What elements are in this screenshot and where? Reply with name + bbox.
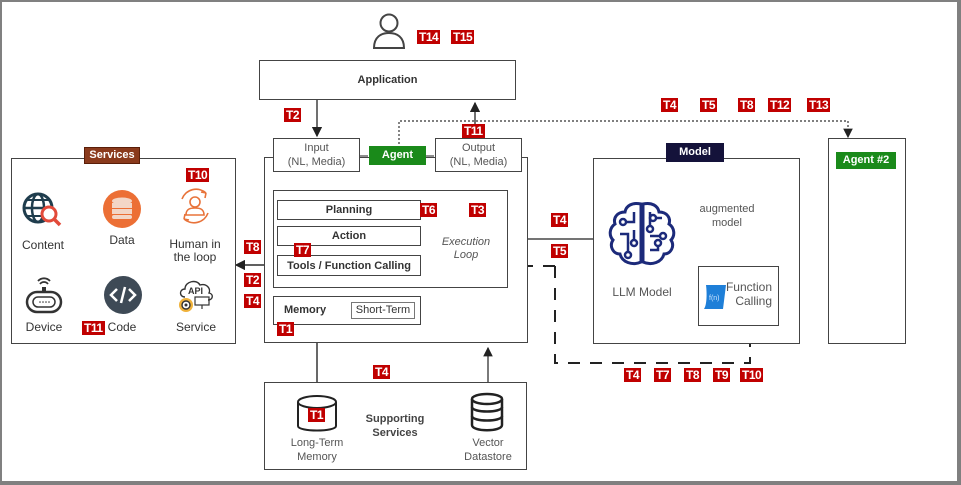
service-human-sublabel: the loop <box>173 250 217 264</box>
service-content-label: Content <box>21 238 65 252</box>
llm-brain-icon <box>608 202 676 266</box>
threat-tag: T8 <box>738 98 756 112</box>
threat-tag: T7 <box>654 368 672 382</box>
threat-tag: T5 <box>700 98 718 112</box>
device-icon <box>25 277 63 314</box>
service-device-label: Device <box>25 320 63 334</box>
threat-tag: T9 <box>713 368 731 382</box>
tools-label: Tools / Function Calling <box>287 260 411 272</box>
bottom-loop-dashed <box>554 266 751 364</box>
output-sublabel: (NL, Media) <box>449 156 508 168</box>
threat-tag: T4 <box>373 365 391 379</box>
threat-tag: T2 <box>284 108 302 122</box>
threat-tag: T10 <box>186 168 210 182</box>
threat-tag: T4 <box>551 213 569 227</box>
threat-tag: T5 <box>551 244 569 258</box>
execution-loop-sublabel: Loop <box>453 249 479 261</box>
service-api-label: Service <box>175 320 216 334</box>
svg-text:API: API <box>188 286 203 296</box>
action-box[interactable]: Action <box>277 226 421 246</box>
svg-text:f(n): f(n) <box>709 295 720 302</box>
agent2-container <box>828 138 906 344</box>
threat-tag: T13 <box>807 98 831 112</box>
threat-tag: T4 <box>661 98 679 112</box>
supporting-services-title: Supporting <box>365 413 425 425</box>
human-loop-icon <box>181 188 209 224</box>
threat-tag: T2 <box>244 273 262 287</box>
memory-box[interactable]: Memory Short-Term <box>273 296 421 325</box>
globe-search-icon <box>22 192 62 227</box>
input-sublabel: (NL, Media) <box>287 156 346 168</box>
tools-box[interactable]: Tools / Function Calling <box>277 255 421 276</box>
threat-tag: T1 <box>308 408 326 422</box>
user-icon <box>372 13 406 49</box>
function-scroll-icon: f(n) <box>704 285 726 309</box>
threat-tag: T12 <box>768 98 792 112</box>
output-box[interactable]: Output (NL, Media) <box>435 138 522 172</box>
llm-model-label: LLM Model <box>612 285 672 299</box>
vector-sublabel: Datastore <box>464 451 512 463</box>
application-box[interactable]: Application <box>259 60 516 100</box>
model-title: Model <box>666 143 724 162</box>
input-box[interactable]: Input (NL, Media) <box>273 138 360 172</box>
vector-label: Vector <box>472 437 504 449</box>
function-calling-box[interactable]: f(n) Function Calling <box>698 266 779 326</box>
threat-tag: T11 <box>462 124 485 138</box>
threat-tag: T1 <box>277 322 295 336</box>
augmented-model-label: augmented <box>699 203 755 215</box>
api-service-icon: API <box>179 280 213 312</box>
planning-box[interactable]: Planning <box>277 200 421 220</box>
augmented-model-sublabel: model <box>712 217 742 229</box>
memory-label: Memory <box>284 304 327 316</box>
action-label: Action <box>331 230 367 242</box>
threat-tag: T4 <box>624 368 642 382</box>
agent-to-agent2-dotted <box>398 120 853 144</box>
planning-label: Planning <box>325 204 373 216</box>
short-term-label: Short-Term <box>355 304 411 316</box>
function-calling-label: Function <box>725 280 772 294</box>
threat-tag: T10 <box>740 368 764 382</box>
agent-badge[interactable]: Agent <box>369 146 426 165</box>
function-calling-sublabel: Calling <box>735 294 772 308</box>
threat-tag: T7 <box>294 243 312 257</box>
threat-tag: T14 <box>417 30 441 44</box>
agent2-badge[interactable]: Agent #2 <box>836 152 896 169</box>
supporting-services-subtitle: Services <box>372 427 418 439</box>
input-label: Input <box>304 142 329 154</box>
threat-tag: T11 <box>82 321 105 335</box>
long-term-sublabel: Memory <box>297 451 337 463</box>
threat-tag: T8 <box>244 240 262 254</box>
output-label: Output <box>461 142 496 154</box>
threat-tag: T4 <box>244 294 262 308</box>
short-term-box[interactable]: Short-Term <box>351 302 415 319</box>
threat-tag: T3 <box>469 203 487 217</box>
service-human-label: Human in <box>169 237 221 251</box>
long-term-label: Long-Term <box>290 437 344 449</box>
database-icon <box>103 190 141 228</box>
long-term-memory-db-icon <box>297 395 337 432</box>
service-data-label: Data <box>109 233 135 247</box>
vector-datastore-icon <box>470 392 504 432</box>
threat-tag: T8 <box>684 368 702 382</box>
services-title: Services <box>84 147 140 164</box>
application-label: Application <box>357 74 418 86</box>
execution-loop-label: Execution <box>441 236 491 248</box>
threat-tag: T15 <box>451 30 475 44</box>
code-icon <box>104 276 142 314</box>
service-code-label: Code <box>107 320 137 334</box>
threat-tag: T6 <box>420 203 438 217</box>
